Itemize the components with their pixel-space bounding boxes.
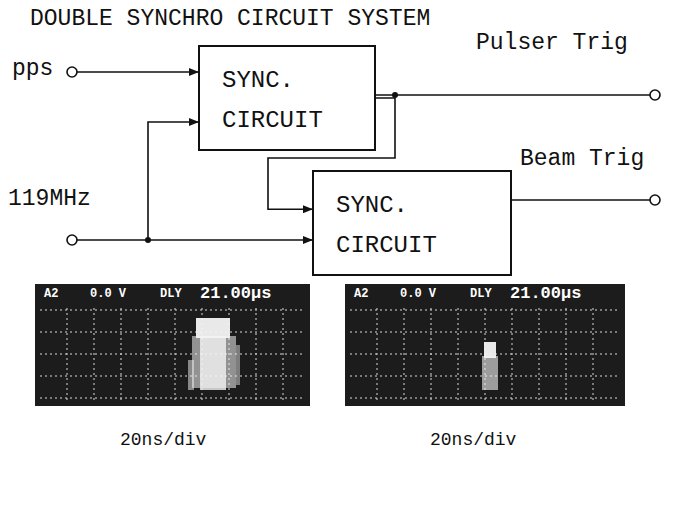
scope-readout: A2 [44, 287, 58, 301]
scope-readout: 0.0 V [90, 287, 126, 301]
terminal [67, 235, 77, 245]
box-text: SYNC. CIRCUIT [336, 186, 500, 266]
terminal [650, 195, 660, 205]
wire [512, 199, 650, 201]
wire [77, 71, 198, 73]
wire [77, 239, 312, 241]
scope-readout: 21.00µs [200, 284, 271, 303]
scope-readout: A2 [354, 287, 368, 301]
signal-name: Pulser Trig [476, 30, 628, 56]
box-text: SYNC. CIRCUIT [222, 61, 364, 141]
junction-dot [392, 92, 398, 98]
scope-readout: DLY [470, 287, 492, 301]
scope-screen [345, 284, 625, 406]
wire [148, 122, 198, 240]
junction-dot [145, 237, 151, 243]
scope-screen [35, 284, 310, 406]
sync-circuit-box: SYNC. CIRCUIT [198, 45, 376, 151]
terminal [67, 67, 77, 77]
diagram-title: DOUBLE SYNCHRO CIRCUIT SYSTEM [30, 6, 430, 32]
scope-readout: DLY [160, 287, 182, 301]
sync-circuit-box: SYNC. CIRCUIT [312, 170, 512, 276]
scope-readout: 21.00µs [510, 284, 581, 303]
time-scale: 20ns/div [430, 430, 516, 450]
scope-readout: 0.0 V [400, 287, 436, 301]
terminal [650, 90, 660, 100]
signal-name: 119MHz [8, 186, 91, 212]
signal-name: Beam Trig [520, 146, 644, 172]
wire [376, 94, 650, 96]
signal-name: pps [12, 56, 53, 82]
time-scale: 20ns/div [120, 430, 206, 450]
